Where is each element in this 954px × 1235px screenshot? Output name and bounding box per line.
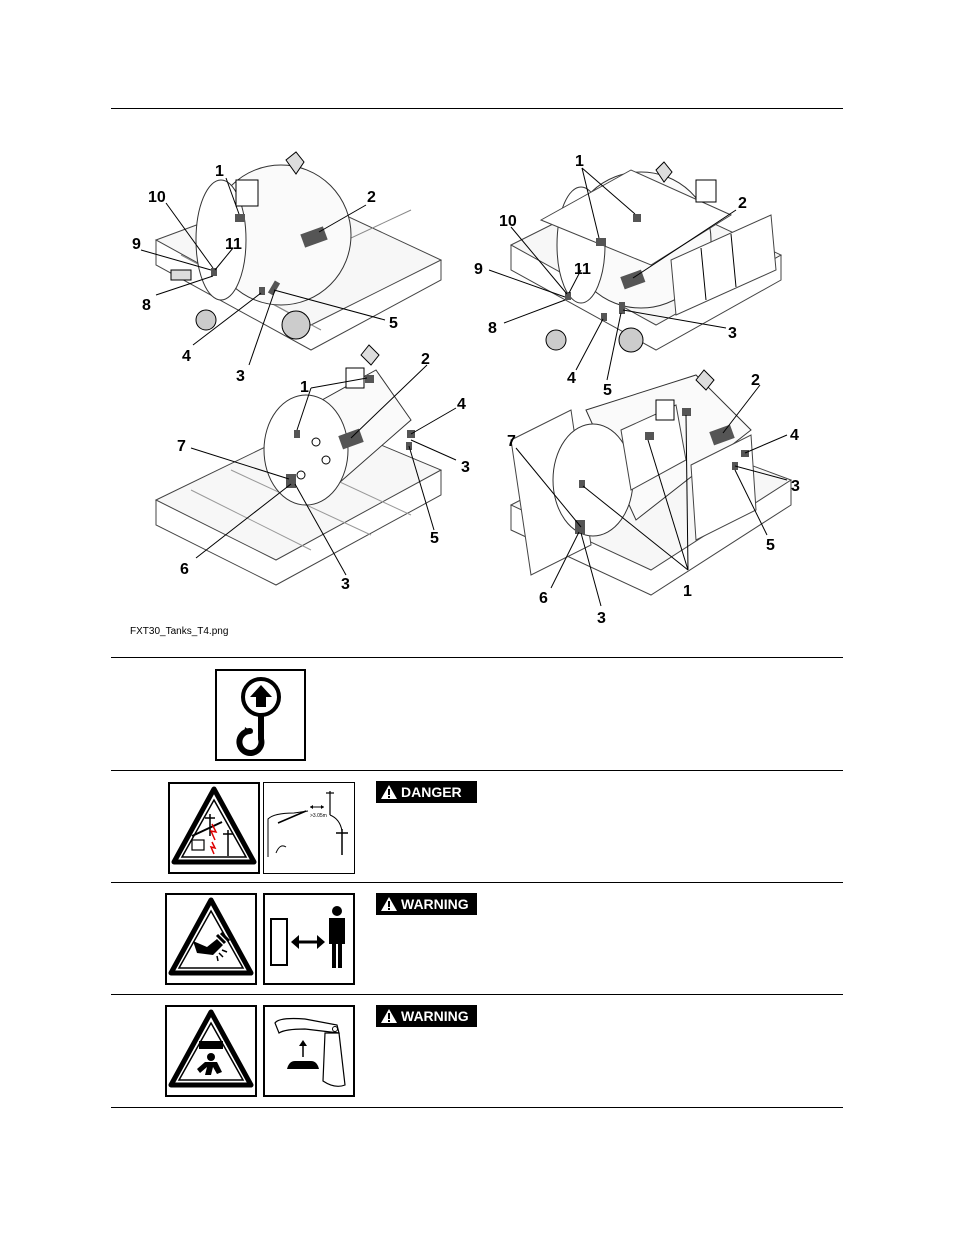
- callout-number: 6: [180, 561, 189, 578]
- crush-hand-hazard-icon: [165, 893, 257, 985]
- decal-marker: [286, 474, 296, 488]
- power-line-clearance-icon: >3.05m: [263, 782, 355, 874]
- signal-word: DANGER: [401, 784, 462, 800]
- callout-number: 10: [499, 213, 517, 230]
- danger-signal-panel: DANGER: [376, 781, 477, 803]
- callout-number: 2: [421, 351, 430, 368]
- machine-top-left: [154, 151, 443, 351]
- table-rule: [111, 657, 843, 658]
- callout-number: 3: [728, 325, 737, 342]
- figure-caption: FXT30_Tanks_T4.png: [130, 626, 229, 637]
- alert-triangle-icon: [381, 785, 397, 799]
- top-rule: [111, 108, 843, 109]
- callout-number: 4: [182, 348, 191, 365]
- callout-number: 7: [177, 438, 186, 455]
- decal-marker: [645, 432, 654, 440]
- callout-number: 3: [341, 576, 350, 593]
- callout-number: 2: [738, 195, 747, 212]
- callout-number: 11: [574, 261, 591, 278]
- callout-number: 3: [461, 459, 470, 476]
- callout-number: 1: [575, 153, 584, 170]
- decal-marker: [565, 292, 571, 300]
- decal-marker: [365, 375, 374, 383]
- decal-marker: [575, 520, 585, 534]
- machine-bottom-left: [154, 344, 443, 586]
- decal-marker: [709, 424, 735, 446]
- alert-triangle-icon: [381, 897, 397, 911]
- decal-marker: [235, 214, 245, 222]
- callout-number: 4: [790, 427, 799, 444]
- decal-marker: [633, 214, 641, 222]
- callout-number: 3: [236, 368, 245, 385]
- electrocution-hazard-icon: [168, 782, 260, 874]
- callout-number: 7: [507, 433, 516, 450]
- callout-number: 5: [766, 537, 775, 554]
- keep-clear-distance-icon: [263, 893, 355, 985]
- callout-number: 5: [603, 382, 612, 399]
- decal-marker: [259, 287, 265, 295]
- decal-marker: [267, 280, 281, 296]
- decal-marker: [741, 450, 749, 457]
- crush-body-falling-object-icon: [165, 1005, 257, 1097]
- decal-marker: [300, 226, 328, 248]
- callout-number: 2: [367, 189, 376, 206]
- callout-number: 2: [751, 372, 760, 389]
- callout-number: 4: [457, 396, 466, 413]
- svg-text:>3.05m: >3.05m: [310, 813, 327, 819]
- callout-number: 8: [488, 320, 497, 337]
- callout-number: 1: [683, 583, 692, 600]
- callout-number: 1: [215, 163, 224, 180]
- callout-number: 10: [148, 189, 166, 206]
- warning-signal-panel: WARNING: [376, 1005, 477, 1027]
- callout-number: 4: [567, 370, 576, 387]
- warning-signal-panel: WARNING: [376, 893, 477, 915]
- support-hood-prop-icon: [263, 1005, 355, 1097]
- signal-word: WARNING: [401, 896, 469, 912]
- callout-number: 11: [225, 236, 242, 253]
- machine-top-right: [509, 161, 783, 353]
- table-rule: [111, 882, 843, 883]
- callout-number: 3: [791, 478, 800, 495]
- decal-marker: [682, 408, 691, 416]
- decal-marker: [620, 269, 646, 290]
- decal-marker: [338, 428, 364, 450]
- callout-number: 8: [142, 297, 151, 314]
- callout-number: 3: [597, 610, 606, 627]
- machine-bottom-right: [509, 369, 793, 596]
- table-rule: [111, 994, 843, 995]
- table-rule: [111, 1107, 843, 1108]
- callout-number: 9: [132, 236, 141, 253]
- decal-marker: [619, 302, 625, 314]
- decal-marker: [211, 268, 217, 276]
- signal-word: WARNING: [401, 1008, 469, 1024]
- callout-number: 6: [539, 590, 548, 607]
- decal-marker: [601, 313, 607, 321]
- lift-point-hook-icon: [215, 669, 306, 761]
- callout-number: 5: [430, 530, 439, 547]
- table-rule: [111, 770, 843, 771]
- callout-number: 5: [389, 315, 398, 332]
- decal-marker: [294, 430, 300, 438]
- callout-number: 9: [474, 261, 483, 278]
- alert-triangle-icon: [381, 1009, 397, 1023]
- decal-marker: [579, 480, 585, 488]
- callout-number: 1: [300, 379, 309, 396]
- tank-decal-location-figure: 1 2 10 9 11 8 5 4 3 1 10 2 9 11 8 3 4 5 …: [132, 151, 800, 627]
- decal-marker: [596, 238, 606, 246]
